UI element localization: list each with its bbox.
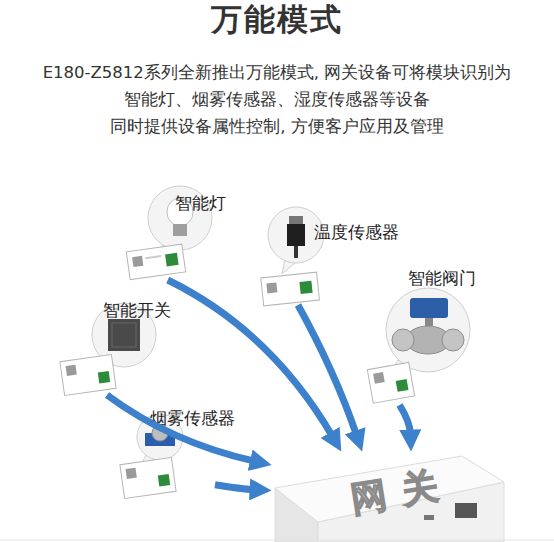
module-board bbox=[60, 355, 116, 396]
gateway-box bbox=[275, 456, 504, 542]
device-node: 智能灯 bbox=[125, 185, 220, 280]
device-label: 烟雾传感器 bbox=[150, 408, 235, 428]
gateway-label: 网关 bbox=[348, 464, 457, 520]
description-line: E180-Z5812系列全新推出万能模式, 网关设备可将模块识别为 bbox=[0, 61, 554, 85]
chip bbox=[165, 253, 179, 267]
flow-arrow bbox=[215, 485, 254, 490]
board bbox=[60, 355, 116, 396]
chip bbox=[98, 371, 110, 383]
device-label: 智能开关 bbox=[103, 300, 171, 320]
flow-arrow bbox=[107, 395, 254, 461]
chip bbox=[158, 474, 170, 486]
board bbox=[261, 272, 320, 306]
valve-flange bbox=[442, 329, 464, 351]
qr bbox=[373, 372, 385, 384]
valve-actuator bbox=[410, 298, 448, 318]
description-line: 智能灯、烟雾传感器、湿度传感器等设备 bbox=[0, 88, 554, 112]
sensor-head bbox=[289, 216, 303, 224]
device-node: 智能开关 bbox=[62, 300, 162, 395]
flow-arrow bbox=[400, 405, 411, 434]
sensor-body bbox=[287, 224, 305, 246]
device-label: 智能阀门 bbox=[408, 268, 476, 288]
bubble bbox=[386, 288, 470, 372]
chip bbox=[396, 379, 409, 392]
qr bbox=[66, 365, 77, 376]
module-board bbox=[367, 362, 414, 403]
qr bbox=[126, 468, 137, 479]
box-top-face bbox=[275, 456, 504, 522]
qr bbox=[132, 256, 143, 267]
device-node: 智能阀门 bbox=[368, 285, 473, 405]
board bbox=[120, 458, 176, 499]
title: 万能模式 bbox=[0, 0, 554, 38]
valve-bubble bbox=[386, 288, 470, 376]
flow-arrow bbox=[298, 305, 357, 435]
module-board bbox=[126, 244, 185, 280]
module-board bbox=[261, 272, 320, 306]
module-board bbox=[120, 458, 176, 499]
valve-stem bbox=[425, 318, 433, 326]
valve-flange bbox=[392, 329, 414, 351]
switch-key bbox=[112, 323, 136, 347]
ethernet-port bbox=[455, 503, 477, 518]
device-label: 智能灯 bbox=[175, 193, 226, 213]
bottom-rule bbox=[0, 540, 554, 541]
chip bbox=[299, 281, 312, 294]
gateway-node: 网关 bbox=[270, 450, 505, 542]
board bbox=[367, 362, 414, 403]
print bbox=[145, 255, 161, 259]
description-line: 同时提供设备属性控制, 方便客户应用及管理 bbox=[0, 115, 554, 139]
qr bbox=[266, 282, 277, 293]
device-node: 烟雾传感器 bbox=[120, 415, 215, 500]
device-node: 温度传感器 bbox=[258, 205, 343, 305]
switch-panel bbox=[108, 319, 140, 351]
bulb-base bbox=[173, 224, 187, 236]
flow-arrow bbox=[168, 280, 333, 436]
board bbox=[126, 244, 185, 280]
device-label: 温度传感器 bbox=[314, 222, 399, 242]
usb-port bbox=[424, 515, 434, 520]
sensor-cable bbox=[294, 246, 298, 258]
